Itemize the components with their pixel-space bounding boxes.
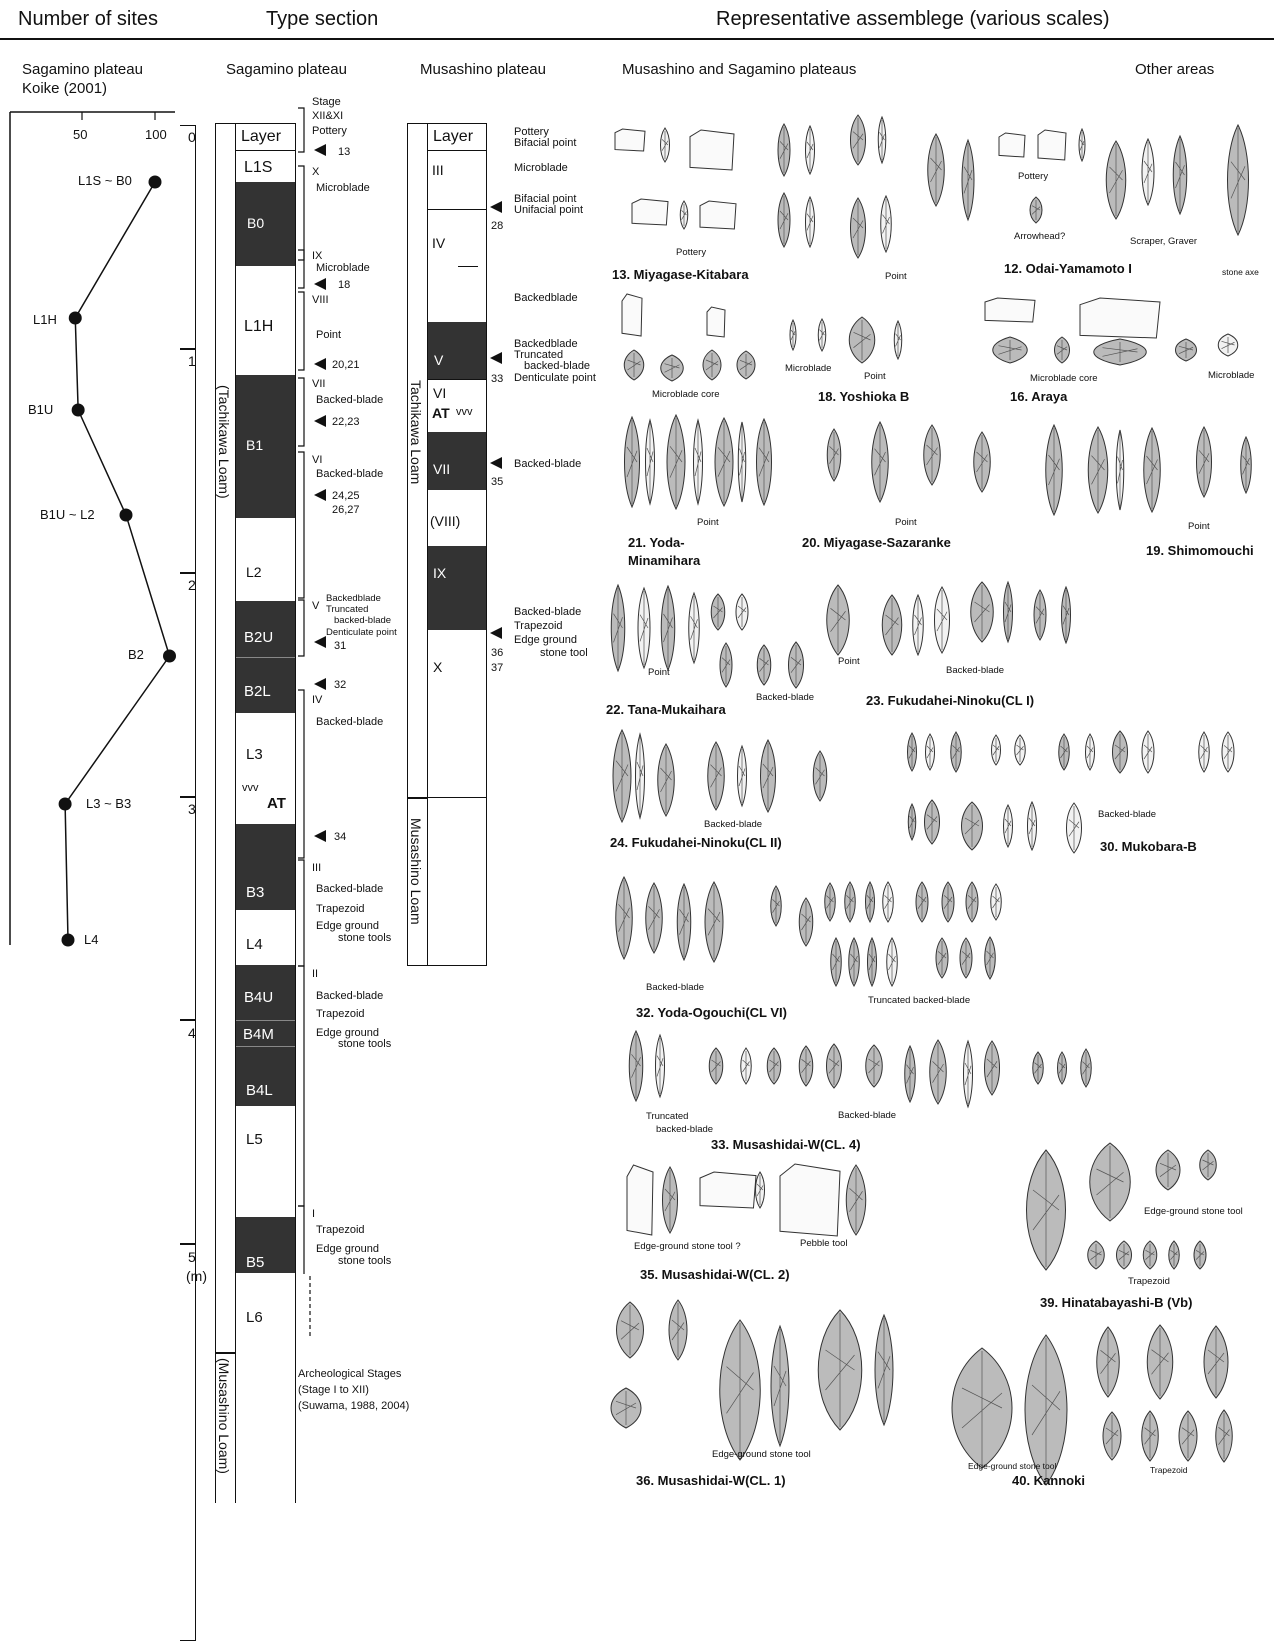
caption-16: 16. Araya [1010,390,1067,404]
artifact-sketch [985,298,1035,322]
label-edge-2: Edge-ground stone tool [1144,1207,1243,1217]
label-scraper: Scraper, Graver [1130,237,1197,247]
artifact-sketch [627,1165,653,1235]
label-point-3: Point [697,518,719,528]
caption-23: 23. Fukudahei-Ninoku(CL I) [866,694,1034,708]
caption-12: 12. Odai-Yamamoto I [1004,262,1132,276]
label-point-7: Point [838,657,860,667]
label-edge-1: Edge-ground stone tool ? [634,1242,741,1252]
label-backed-4: Backed-blade [1098,810,1156,820]
caption-24: 24. Fukudahei-Ninoku(CL II) [610,836,782,850]
label-stone-axe: stone axe [1222,268,1259,277]
artifact-sketch [999,133,1025,157]
caption-32: 32. Yoda-Ogouchi(CL VI) [636,1006,787,1020]
label-truncated-2a: Truncated [646,1112,688,1122]
label-mbcore-2: Microblade core [1030,374,1098,384]
caption-19: 19. Shimomouchi [1146,544,1254,558]
artifact-drawings [0,0,1274,1504]
label-arrowhead: Arrowhead? [1014,232,1065,242]
caption-18: 18. Yoshioka B [818,390,909,404]
artifact-sketch [690,130,734,170]
artifact-sketch [1080,298,1160,338]
label-edge-4: Edge-ground stone tool [968,1462,1056,1471]
label-edge-3: Edge-ground stone tool [712,1450,811,1460]
caption-33: 33. Musashidai-W(CL. 4) [711,1138,861,1152]
label-trapezoid-2: Trapezoid [1150,1466,1187,1475]
artifact-sketch [700,201,736,229]
caption-22: 22. Tana-Mukaihara [606,703,726,717]
label-backed-2: Backed-blade [946,666,1004,676]
artifact-sketch [700,1172,756,1208]
caption-35: 35. Musashidai-W(CL. 2) [640,1268,790,1282]
label-truncated-2b: backed-blade [656,1125,713,1135]
caption-36: 36. Musashidai-W(CL. 1) [636,1474,786,1488]
label-pottery-2: Pottery [1018,172,1048,182]
caption-13: 13. Miyagase-Kitabara [612,268,749,282]
label-microblade-1: Microblade [785,364,831,374]
caption-20: 20. Miyagase-Sazaranke [802,536,951,550]
artifact-sketch [615,129,645,151]
artifact-sketch [632,199,668,225]
label-trapezoid-1: Trapezoid [1128,1277,1170,1287]
label-point-1: Point [885,272,907,282]
caption-40: 40. Kannoki [1012,1474,1085,1488]
label-pebble: Pebble tool [800,1239,848,1249]
caption-39: 39. Hinatabayashi-B (Vb) [1040,1296,1192,1310]
label-point-6: Point [648,668,670,678]
artifact-sketch [780,1164,840,1236]
label-mbcore-1: Microblade core [652,390,720,400]
caption-21b: Minamihara [628,554,700,568]
caption-30: 30. Mukobara-B [1100,840,1197,854]
label-pottery-1: Pottery [676,248,706,258]
label-microblade-2: Microblade [1208,371,1254,381]
label-backed-1: Backed-blade [756,693,814,703]
caption-21a: 21. Yoda- [628,536,685,550]
label-truncated-1: Truncated backed-blade [868,996,970,1006]
artifact-sketch [1038,130,1066,160]
label-backed-3: Backed-blade [704,820,762,830]
artifact-sketch [622,294,642,336]
artifact-sketch [707,307,725,337]
label-point-4: Point [895,518,917,528]
label-backed-5: Backed-blade [646,983,704,993]
label-backed-6: Backed-blade [838,1111,896,1121]
label-point-2: Point [864,372,886,382]
label-point-5: Point [1188,522,1210,532]
